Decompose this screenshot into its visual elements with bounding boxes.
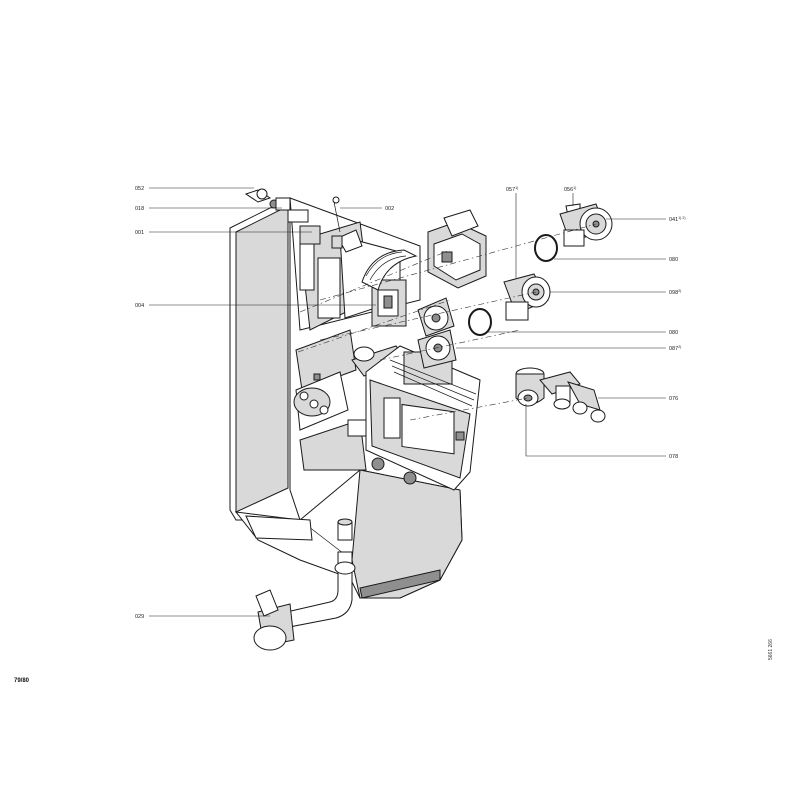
o-rings [468,234,558,336]
top-fittings [244,188,363,253]
callout-098: 0982) [669,289,681,296]
callout-labels: 052 018 001 004 029 002 0571) 0561) 0411… [135,186,686,620]
boiler-housing [229,197,463,599]
callout-052: 052 [135,186,144,192]
callout-080-lower: 080 [669,330,678,336]
callout-001: 001 [135,230,144,236]
callout-029: 029 [135,614,144,620]
top-right-unit [427,209,487,289]
assembly-axis-lines [297,223,597,421]
page-number: 79/80 [14,678,30,684]
callout-056-note: 1) [573,186,576,190]
callout-002: 002 [385,206,394,212]
callout-098-number: 098 [669,290,678,296]
callout-087-number: 087 [669,346,678,352]
callout-056: 0561) [564,186,576,193]
callout-004: 004 [135,303,144,309]
callout-078: 078 [669,454,678,460]
callout-057-number: 057 [506,187,515,193]
pump-head-056-041 [559,203,613,247]
callout-098-note: 2) [678,289,681,293]
callout-056-number: 056 [564,187,573,193]
leader-lines [149,187,666,617]
callout-087-note: 2) [678,345,681,349]
callout-041: 0411) 2) [669,216,686,223]
callout-057: 0571) [506,186,518,193]
callout-018: 018 [135,206,144,212]
callout-080-upper: 080 [669,257,678,263]
document-number: 5661 266 [768,639,774,660]
pump-057-098 [503,273,551,321]
pump-impellers [417,297,457,369]
control-box [365,345,481,491]
valve-assembly-076-078 [515,367,606,423]
siphon-029 [253,518,356,651]
callout-041-number: 041 [669,217,678,223]
callout-087: 0872) [669,345,681,352]
callout-057-note: 1) [515,186,518,190]
callout-041-note: 1) 2) [678,216,685,220]
callout-076: 076 [669,396,678,402]
